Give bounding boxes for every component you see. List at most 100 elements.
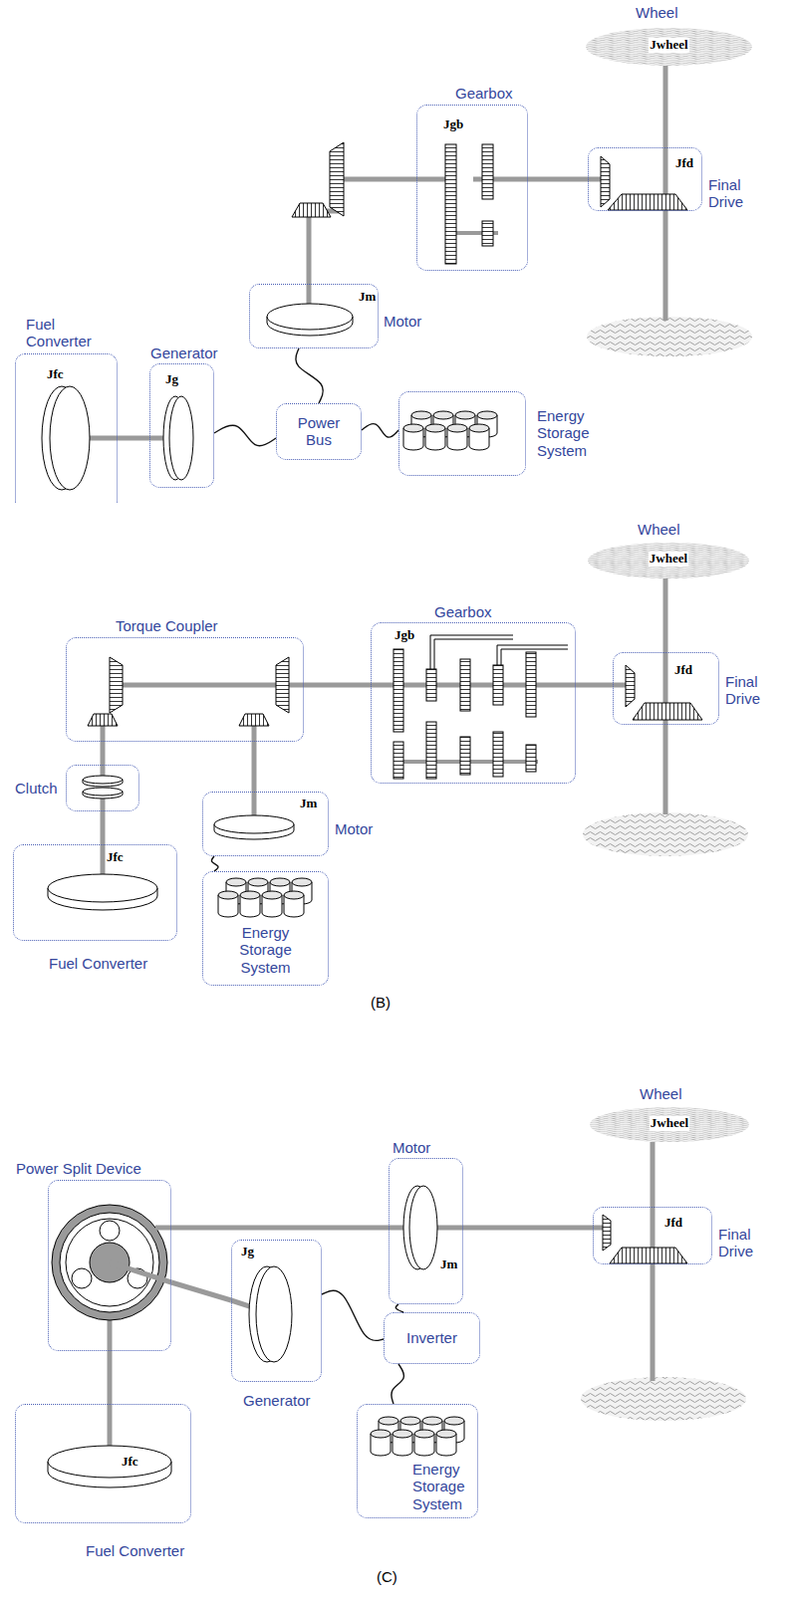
component-box: Energy Storage System xyxy=(356,1404,479,1520)
drive-shaft xyxy=(527,177,588,183)
component-label: Final Drive xyxy=(725,673,761,709)
component-box: Energy Storage System xyxy=(202,871,329,987)
drive-shaft xyxy=(463,1226,593,1232)
inertia-symbol: Jgb xyxy=(442,117,465,133)
bevel-gear xyxy=(109,657,123,714)
shaft xyxy=(100,791,106,812)
bevel-gear xyxy=(600,156,610,208)
component-box: Clutch xyxy=(65,765,140,812)
shaft xyxy=(388,1226,464,1232)
spur-gear xyxy=(426,669,437,702)
component-box: JfdFinal Drive xyxy=(592,1207,713,1266)
wheel-outline xyxy=(587,542,750,579)
spur-gear xyxy=(482,221,494,247)
spur-gear xyxy=(493,665,504,706)
power-wire xyxy=(361,424,399,439)
wheel-outline xyxy=(585,27,753,66)
clutch-plates xyxy=(82,776,123,785)
drive-shaft xyxy=(575,683,613,689)
battery-pack xyxy=(218,411,498,1457)
component-box: Inverter xyxy=(383,1313,481,1365)
rotor-disk xyxy=(47,888,158,911)
component-label: Wheel xyxy=(637,521,681,538)
shaft xyxy=(252,725,258,743)
rotor-disk xyxy=(47,1446,172,1479)
wheel-outline xyxy=(589,1107,750,1143)
rotor-disk xyxy=(214,824,294,840)
component-box: JgGenerator xyxy=(231,1240,322,1383)
planetary-gear xyxy=(65,1219,154,1308)
inertia-symbol: Jm xyxy=(298,796,318,812)
bevel-gear xyxy=(87,142,703,1265)
clutch-plates xyxy=(82,788,123,796)
bottom-wheel xyxy=(580,1377,747,1422)
battery-pack xyxy=(218,878,312,918)
shaft xyxy=(663,652,669,815)
shaft xyxy=(416,177,457,183)
rotor-disk xyxy=(256,1267,292,1363)
rotor-disk xyxy=(47,1462,172,1489)
component-box: JfcFuel Converter xyxy=(14,1404,192,1525)
component-box: Fuel ConverterJfc xyxy=(14,353,118,504)
clutch-plates xyxy=(82,776,123,799)
inertia-symbol: Jwheel xyxy=(648,551,689,567)
bevel-gear xyxy=(625,665,635,708)
component-label: Energy Storage System xyxy=(412,1461,466,1514)
bevel-gear xyxy=(609,1248,688,1265)
bevel-gear xyxy=(602,1215,611,1252)
component-label: Generator xyxy=(150,344,219,362)
inertia-symbol: Jwheel xyxy=(648,37,689,53)
drive-shaft xyxy=(100,742,106,766)
component-label: Gearbox xyxy=(455,84,514,102)
component-box: Power Split Device xyxy=(47,1180,172,1352)
component-label: Final Drive xyxy=(708,176,744,212)
shaft xyxy=(69,147,666,1463)
drive-shaft xyxy=(100,811,106,845)
planetary-gear xyxy=(71,1269,92,1290)
spur-gear xyxy=(482,144,494,200)
shaft xyxy=(100,844,106,889)
bevel-gear xyxy=(632,703,703,721)
spur-gear xyxy=(393,742,404,780)
shaft xyxy=(252,791,258,825)
clutch-plates xyxy=(82,780,123,788)
shaft xyxy=(306,283,312,317)
inertia-symbol: Jfd xyxy=(673,663,694,679)
component-label: Torque Coupler xyxy=(115,617,219,635)
power-wire xyxy=(295,348,324,404)
component-label: Energy Storage System xyxy=(239,924,292,977)
component-label: Gearbox xyxy=(434,603,493,621)
shaft xyxy=(107,1404,113,1463)
rotor-disk xyxy=(214,815,294,834)
component-box: Energy Storage System xyxy=(398,391,526,477)
drive-shaft xyxy=(117,436,150,442)
bevel-gear xyxy=(275,657,289,714)
planetary-gear xyxy=(59,1213,160,1314)
wheel-shape: WheelJwheel xyxy=(589,1107,750,1143)
drive-shaft xyxy=(308,179,417,284)
shaft xyxy=(100,765,106,781)
rotor-disk xyxy=(163,396,188,481)
component-box: GearboxJgb xyxy=(370,622,576,785)
spur-gear xyxy=(526,745,536,773)
spur-gear xyxy=(460,737,471,776)
spur-gear xyxy=(426,722,437,780)
figure-label: (C) xyxy=(376,1569,398,1586)
shaft xyxy=(100,725,106,743)
drive-shaft xyxy=(663,65,669,148)
inertia-symbol: Jm xyxy=(357,289,377,305)
shaft xyxy=(231,1301,274,1315)
drive-shaft xyxy=(303,683,371,689)
shaft xyxy=(109,1228,172,1284)
bevel-gear xyxy=(291,203,331,218)
rotor-disk xyxy=(169,396,194,481)
power-wire xyxy=(395,1305,404,1314)
bottom-wheel xyxy=(586,316,753,357)
planetary-gear xyxy=(51,1205,168,1321)
component-box: MotorJm xyxy=(388,1158,464,1306)
rotor-disk xyxy=(409,1186,438,1271)
figure-label: (B) xyxy=(370,994,391,1012)
shaft xyxy=(370,683,576,689)
